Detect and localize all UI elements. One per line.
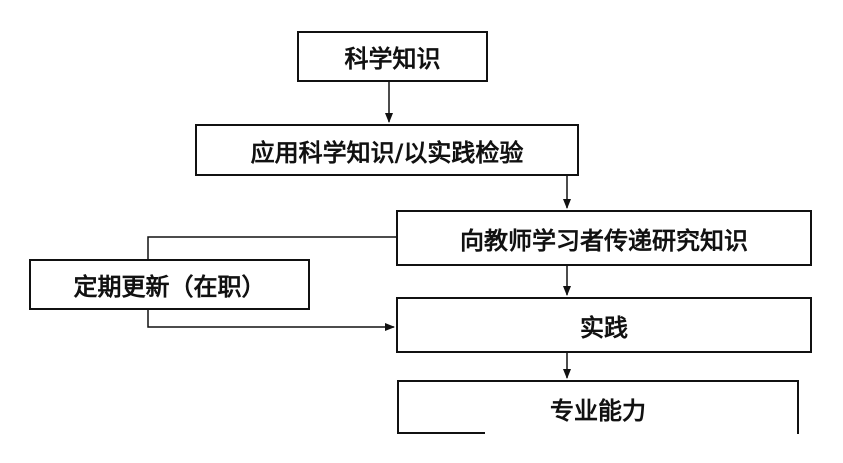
node-bottom-border-fragment [397,432,485,434]
feedback-line-top [147,236,396,259]
node-practice: 实践 [396,297,812,353]
node-label: 应用科学知识/以实践检验 [250,138,524,167]
node-label: 科学知识 [344,45,441,73]
node-scientific-knowledge: 科学知识 [297,31,488,82]
node-transmit-research-knowledge: 向教师学习者传递研究知识 [396,210,812,266]
node-label: 定期更新（在职） [73,273,266,301]
node-periodic-update: 定期更新（在职） [29,259,310,310]
node-label: 向教师学习者传递研究知识 [460,226,748,255]
node-apply-and-test: 应用科学知识/以实践检验 [195,124,579,176]
node-label: 专业能力 [550,396,646,425]
node-professional-competence: 专业能力 [397,380,799,434]
feedback-arrow-bottom [147,310,395,331]
node-label: 实践 [580,313,628,342]
